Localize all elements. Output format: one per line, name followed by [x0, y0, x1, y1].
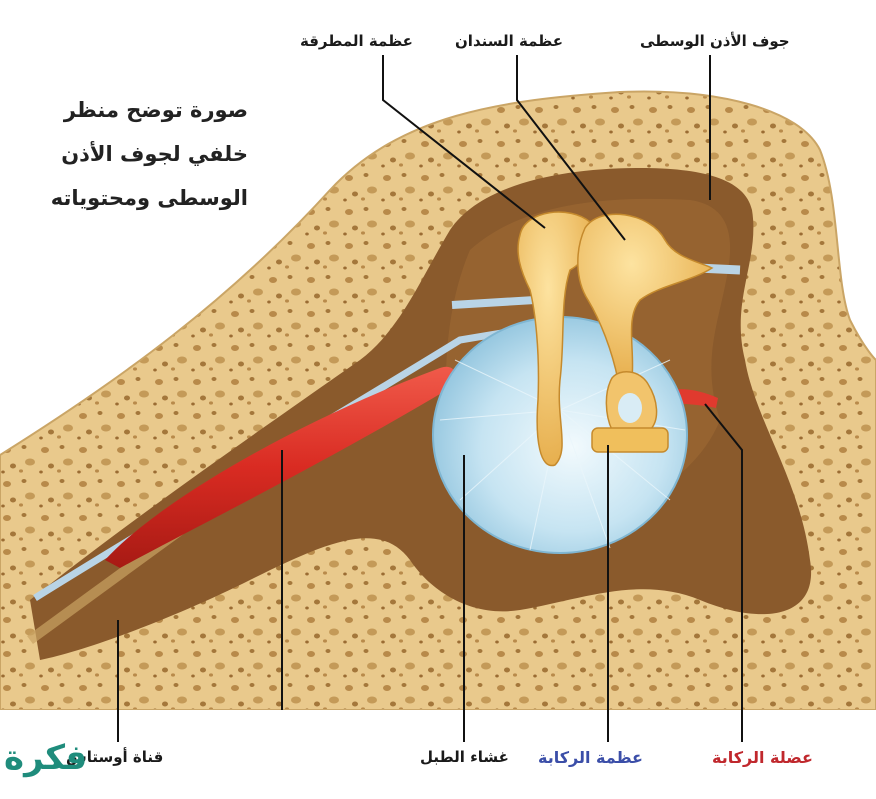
- caption-line-2: خلفي لجوف الأذن: [61, 142, 248, 166]
- incus-bone: [577, 213, 714, 381]
- label-eustachian-tube: قناة أوستاش: [66, 748, 164, 766]
- label-stapes: عظمة الركابة: [538, 748, 643, 767]
- caption-line-3: الوسطى ومحتوياته: [50, 186, 248, 210]
- watermark-logo: فكرة: [4, 738, 88, 778]
- caption-line-1: صورة توضح منظر: [63, 98, 248, 122]
- label-tympanic-membrane: غشاء الطبل: [420, 748, 509, 766]
- tensor-muscle: [105, 366, 457, 568]
- label-incus: عظمة السندان: [455, 32, 564, 50]
- label-stapedius-muscle: عضلة الركابة: [712, 748, 813, 767]
- stapes-footplate: [591, 427, 669, 453]
- label-malleus: عظمة المطرقة: [300, 32, 413, 50]
- label-middle-ear-cavity: جوف الأذن الوسطى: [640, 32, 790, 50]
